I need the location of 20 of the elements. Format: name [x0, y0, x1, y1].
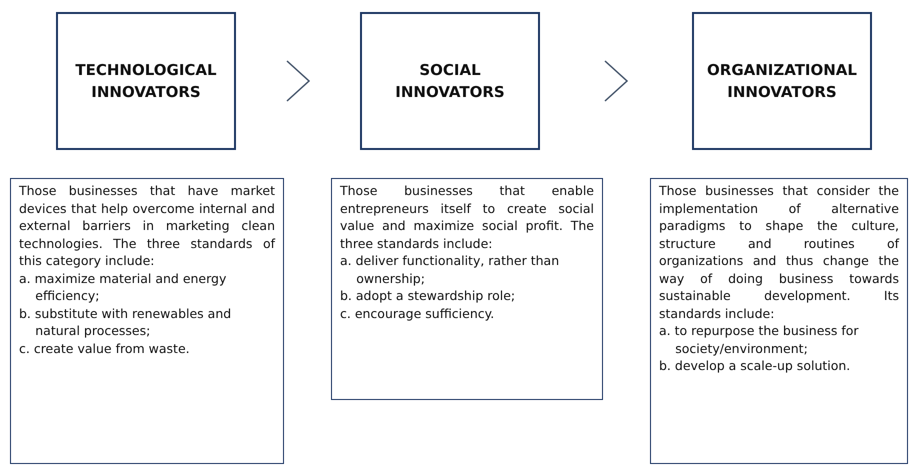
description-text: Those businesses that enable entrepreneurs itself to create social value and maximize social profit. The three standards include: [340, 182, 594, 252]
category-box [692, 12, 872, 150]
category-title: SOCIAL INNOVATORS [394, 60, 506, 103]
description-text: Those businesses that consider the implementation of alternative paradigms to shape the culture, structure and routines of organizations and thus change the way of doing business towards sustainable development. Its standards include: [659, 182, 899, 322]
category-title: TECHNOLOGICAL INNOVATORS [74, 60, 218, 103]
list-item: a. to repurpose the business for society/environment; [659, 322, 860, 357]
description-box [331, 178, 603, 400]
description-text: Those businesses that have market devices that help overcome internal and external barriers in marketing clean technologies. The three standards of this category include: [19, 182, 275, 270]
list-item: b. develop a scale-up solution. [659, 357, 852, 374]
list-item: c. encourage sufficiency. [340, 304, 496, 322]
list-item: c. create value from waste. [19, 340, 191, 357]
list-item: a. deliver functionality, rather than ownership; [340, 252, 560, 287]
list-item: b. substitute with renewables and natural processes; [19, 304, 232, 340]
list-item: b. adopt a stewardship role; [340, 287, 516, 304]
description-box [10, 178, 284, 464]
category-title: ORGANIZATIONAL INNOVATORS [706, 60, 858, 103]
category-box [360, 12, 540, 150]
category-box [56, 12, 236, 150]
list-item: a. maximize material and energy efficiency; [19, 270, 228, 304]
description-box [650, 178, 908, 464]
